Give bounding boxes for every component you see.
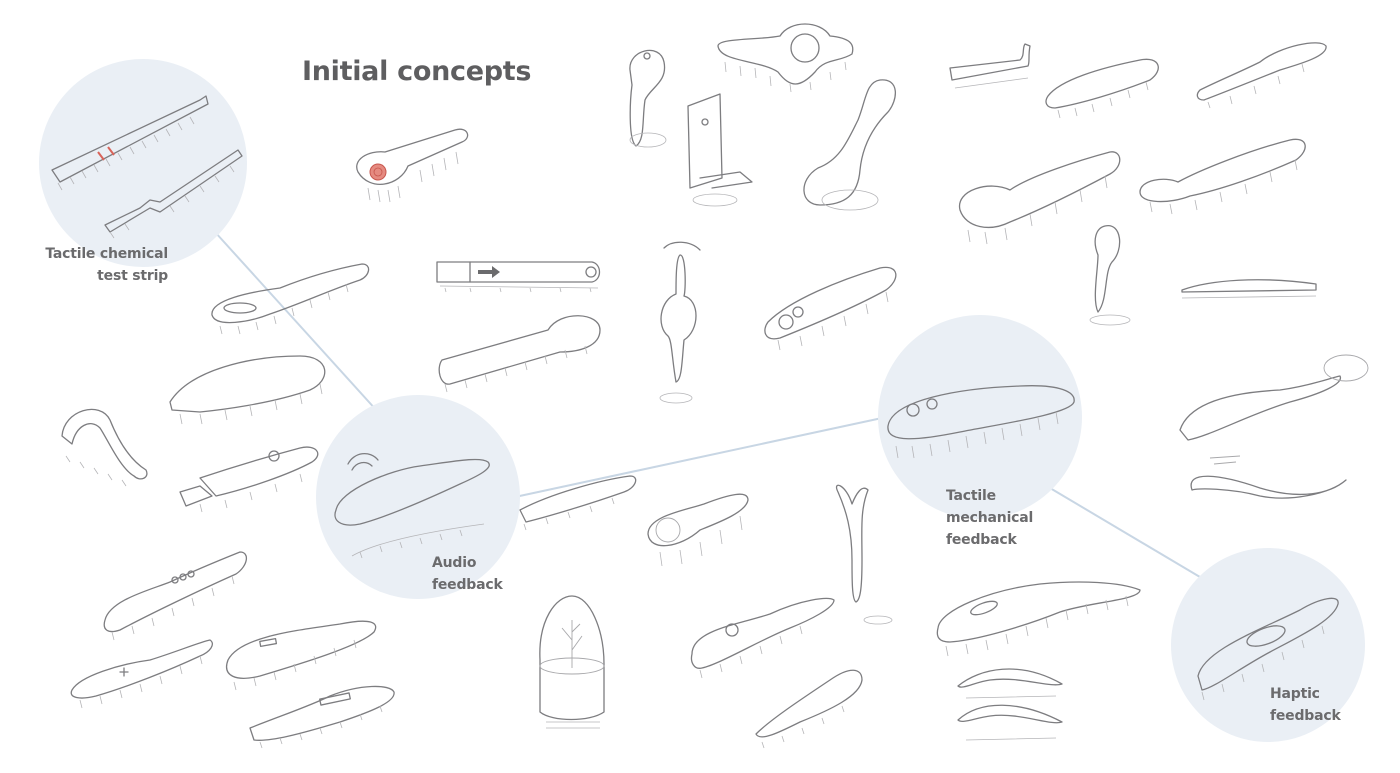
y-fork-sketch bbox=[835, 484, 893, 625]
slot-brush-sketch bbox=[211, 263, 370, 335]
oval-brush-sketch bbox=[169, 355, 326, 425]
callout-label-haptic: Haptic feedback bbox=[1270, 683, 1341, 727]
rotating-stick-sketch bbox=[659, 241, 701, 404]
callout-label-line: Tactile bbox=[946, 488, 996, 504]
branch-tube-sketch bbox=[949, 43, 1031, 89]
loop-stand-sketch bbox=[1089, 225, 1317, 326]
callout-label-chemical: Tactile chemical test strip bbox=[40, 243, 168, 287]
callout-label-audio: Audio feedback bbox=[432, 552, 503, 596]
terrarium-sketch bbox=[539, 595, 605, 729]
spoon-brush-sketch bbox=[959, 138, 1306, 245]
ball-head-brush-sketch bbox=[438, 315, 601, 393]
callout-label-line: Audio bbox=[432, 555, 477, 571]
callout-circles bbox=[39, 59, 1365, 742]
spoon-handle-sketch bbox=[803, 79, 896, 211]
callout-label-line: mechanical bbox=[946, 510, 1034, 526]
plus-brush-sketch bbox=[70, 639, 214, 709]
wave-strip-sketch bbox=[1179, 354, 1369, 499]
test-strip-sketch bbox=[51, 95, 243, 239]
slider-usb-brush-sketch bbox=[179, 446, 319, 513]
callout-label-line: feedback bbox=[432, 577, 503, 593]
hook-handle-sketch bbox=[629, 49, 667, 148]
callout-label-line: feedback bbox=[946, 532, 1017, 548]
window-brush-sketch bbox=[226, 620, 377, 691]
indicator-brush-sketch bbox=[249, 685, 395, 749]
elongated-brush-sketch bbox=[1045, 42, 1327, 119]
three-dot-brush-sketch bbox=[103, 551, 247, 641]
arch-sketch bbox=[61, 408, 148, 487]
audio-brush-sketch bbox=[334, 453, 637, 559]
round-knob-brush-sketch bbox=[717, 23, 854, 93]
two-button-brush-sketch bbox=[764, 266, 897, 351]
connector-lines bbox=[214, 231, 1206, 581]
mechanical-brush-sketch bbox=[887, 385, 1075, 459]
callout-label-line: test strip bbox=[97, 268, 168, 284]
curved-slider-brush-sketch bbox=[936, 581, 1141, 741]
slim-scoop-sketch bbox=[755, 669, 863, 749]
page-title: Initial concepts bbox=[302, 56, 532, 87]
card-holder-sketch bbox=[687, 93, 753, 207]
red-button-brush-sketch bbox=[356, 128, 469, 203]
callout-label-line: Haptic bbox=[1270, 686, 1320, 702]
callout-label-line: feedback bbox=[1270, 708, 1341, 724]
callout-label-line: Tactile chemical bbox=[45, 246, 168, 262]
knob-slide-brush-sketch bbox=[690, 597, 835, 679]
callout-label-mechanical: Tactile mechanical feedback bbox=[946, 485, 1033, 551]
slide-arrow-brush-sketch bbox=[436, 261, 601, 293]
haptic-brush-sketch bbox=[1197, 597, 1339, 701]
round-dial-brush-sketch bbox=[647, 493, 749, 567]
